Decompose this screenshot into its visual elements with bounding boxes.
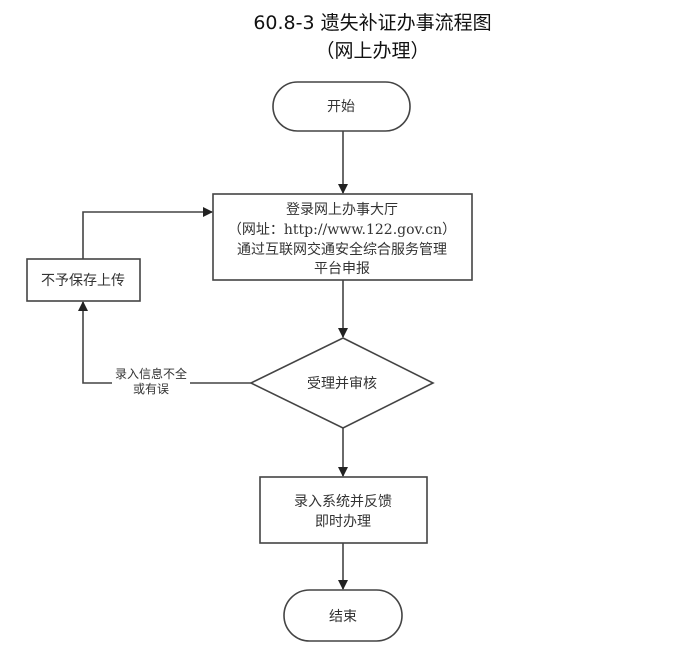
diagram-subtitle: （网上办理） <box>315 40 430 62</box>
node-enter-line-2: 即时办理 <box>315 514 371 530</box>
node-reject-label: 不予保存上传 <box>41 273 125 289</box>
node-login-line-1: 登录网上办事大厅 <box>286 202 398 218</box>
node-start-label: 开始 <box>327 99 355 115</box>
node-enter: 录入系统并反馈 即时办理 <box>259 476 428 544</box>
edge-label-line-1: 录入信息不全 <box>115 366 187 381</box>
node-end-label: 结束 <box>329 609 357 625</box>
node-enter-line-1: 录入系统并反馈 <box>294 494 392 510</box>
node-review-label: 受理并审核 <box>307 376 377 392</box>
diagram-title: 60.8-3 遗失补证办事流程图 <box>253 12 492 34</box>
node-start: 开始 <box>272 81 411 132</box>
edge-label-line-2: 或有误 <box>133 382 169 396</box>
node-reject: 不予保存上传 <box>26 258 141 302</box>
edge-review-to-reject-2 <box>78 301 112 384</box>
node-login-line-3: 通过互联网交通安全综合服务管理 <box>237 241 447 258</box>
edge-reject-to-login <box>82 207 213 259</box>
node-login: 登录网上办事大厅 （网址：http://www.122.gov.cn） 通过互联… <box>212 193 473 281</box>
node-end: 结束 <box>283 589 403 642</box>
node-login-line-2: （网址：http://www.122.gov.cn） <box>228 222 456 238</box>
node-review: 受理并审核 <box>249 337 435 429</box>
node-login-line-4: 平台申报 <box>314 261 370 277</box>
